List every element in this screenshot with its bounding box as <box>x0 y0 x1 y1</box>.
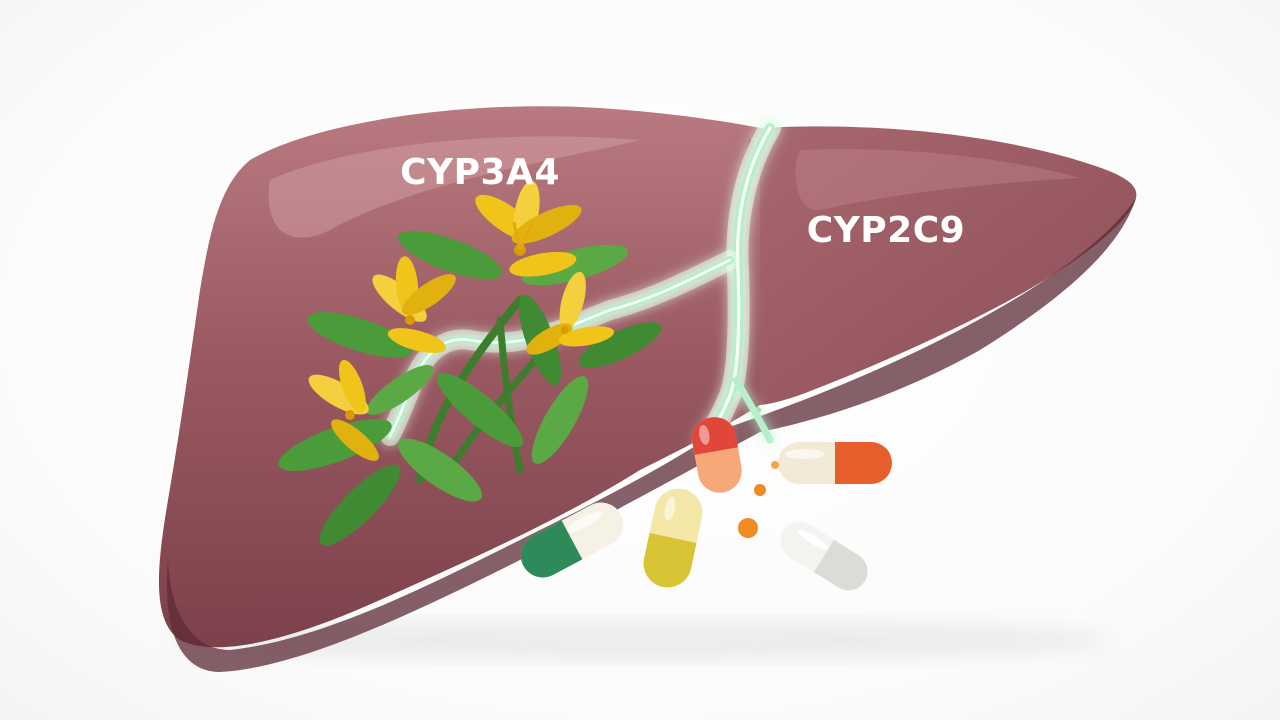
liver-right-lobe <box>760 126 1137 405</box>
pill-bead <box>771 461 779 469</box>
capsule-pill-icon <box>520 502 624 578</box>
capsule-pill-icon <box>643 488 703 588</box>
pill-bead <box>754 484 766 496</box>
st-johns-wort-flower-icon <box>278 180 662 546</box>
label-cyp2c9: CYP2C9 <box>807 210 965 251</box>
capsule-pill-icon <box>780 521 868 591</box>
capsules <box>520 417 892 591</box>
liver <box>158 106 1137 672</box>
herb-flowers <box>308 180 615 461</box>
label-cyp3a4: CYP3A4 <box>400 152 560 193</box>
liver-highlight <box>268 136 640 238</box>
liver-ground-shadow <box>170 618 1110 662</box>
herb-leaves <box>278 230 662 546</box>
capsule-pill-icon <box>691 417 742 493</box>
capsule-pill-icon <box>778 442 892 484</box>
liver-right-highlight <box>795 149 1080 211</box>
pill-bead <box>738 518 758 538</box>
